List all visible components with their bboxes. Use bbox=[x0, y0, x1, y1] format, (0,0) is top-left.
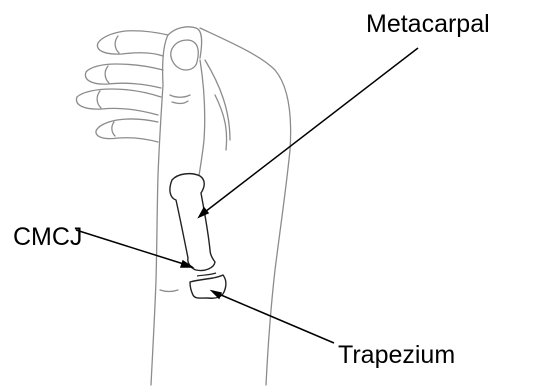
thumb-crease bbox=[170, 95, 190, 103]
metacarpal-bone bbox=[170, 174, 215, 271]
cmcj-leader-line bbox=[76, 230, 190, 266]
metacarpal-label: Metacarpal bbox=[366, 12, 490, 37]
index-finger bbox=[97, 31, 168, 56]
trapezium-leader-line bbox=[214, 292, 334, 343]
little-finger bbox=[96, 119, 158, 142]
metacarpal-leader-line bbox=[201, 48, 418, 215]
thumbnail bbox=[171, 40, 198, 70]
cmcj-label: CMCJ bbox=[13, 225, 82, 250]
ring-finger bbox=[76, 89, 161, 115]
knuckle-lines bbox=[205, 60, 230, 150]
back-of-hand-edge bbox=[200, 28, 291, 385]
wrist-crease bbox=[160, 290, 178, 292]
middle-finger bbox=[85, 64, 163, 88]
trapezium-label: Trapezium bbox=[338, 343, 455, 368]
